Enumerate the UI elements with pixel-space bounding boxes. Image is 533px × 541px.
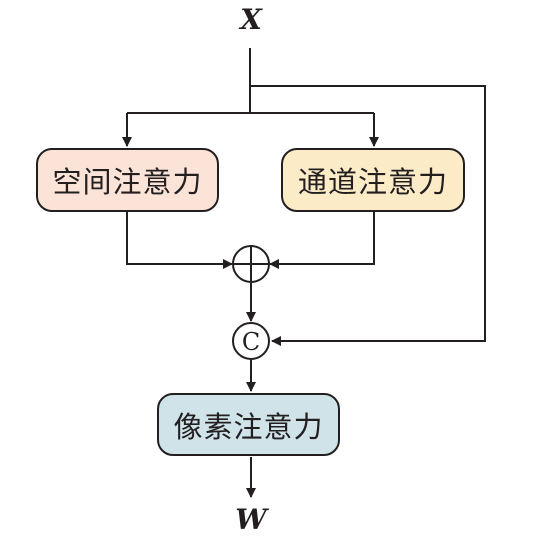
input-label-x: X [240,3,262,36]
channel-attention-module: 通道注意力 [281,148,465,212]
add-operator [232,245,270,283]
channel-attention-label: 通道注意力 [297,165,448,199]
arrow-spatial-to-add [126,212,233,269]
spatial-attention-module: 空间注意力 [36,148,219,212]
concat-symbol: C [242,328,260,356]
skip-connection-arrow [250,85,486,346]
output-label-w: W [235,503,267,536]
pixel-attention-label: 像素注意力 [173,409,324,444]
concat-operator: C [232,322,270,360]
spatial-attention-label: 空间注意力 [52,165,203,199]
arrow-channel-to-add [269,212,375,269]
pixel-attention-module: 像素注意力 [157,393,340,456]
